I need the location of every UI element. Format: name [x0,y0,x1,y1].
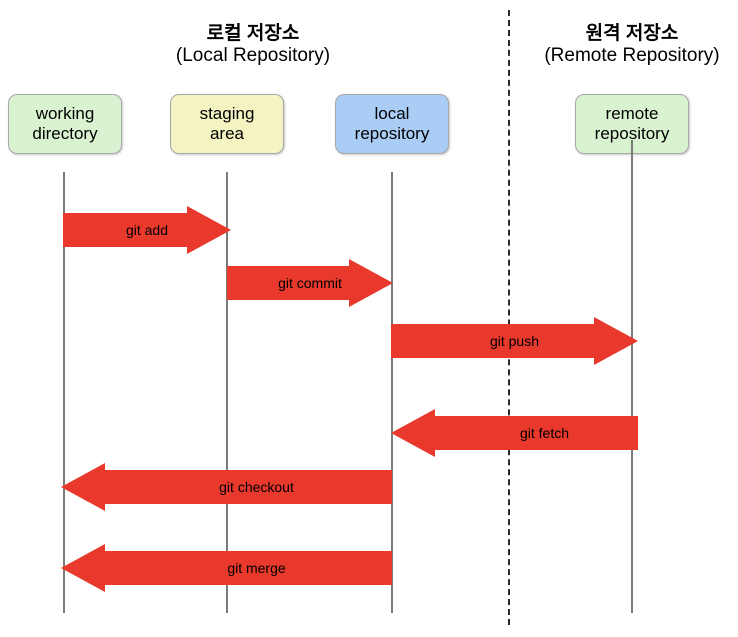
lifeline-remote-repository [631,140,633,613]
node-working-directory-label: working directory [32,103,98,143]
node-staging-area-label: staging area [199,103,255,143]
arrow-git-add[interactable]: git add [63,206,231,254]
node-remote-repository-label: remote repository [594,103,670,143]
lifeline-staging-area [226,172,228,613]
section-header-local-korean: 로컬 저장소 [206,23,300,44]
section-header-local-english: (Local Repository) [175,45,331,67]
section-header-remote: 원격 저장소 (Remote Repository) [544,23,719,68]
section-header-remote-english: (Remote Repository) [544,45,720,67]
node-working-directory[interactable]: working directory [8,94,122,154]
arrow-git-merge[interactable]: git merge [61,544,392,592]
arrow-git-fetch[interactable]: git fetch [391,409,638,457]
local-remote-divider [508,10,510,625]
node-local-repository[interactable]: local repository [335,94,449,154]
arrow-git-commit[interactable]: git commit [227,259,393,307]
section-header-remote-korean: 원격 저장소 [585,23,679,44]
lifeline-working-directory [63,172,65,613]
node-local-repository-label: local repository [354,103,430,143]
arrow-git-push[interactable]: git push [391,317,638,365]
arrow-git-checkout[interactable]: git checkout [61,463,392,511]
section-header-local: 로컬 저장소 (Local Repository) [176,23,330,68]
node-staging-area[interactable]: staging area [170,94,284,154]
lifeline-local-repository [391,172,393,613]
